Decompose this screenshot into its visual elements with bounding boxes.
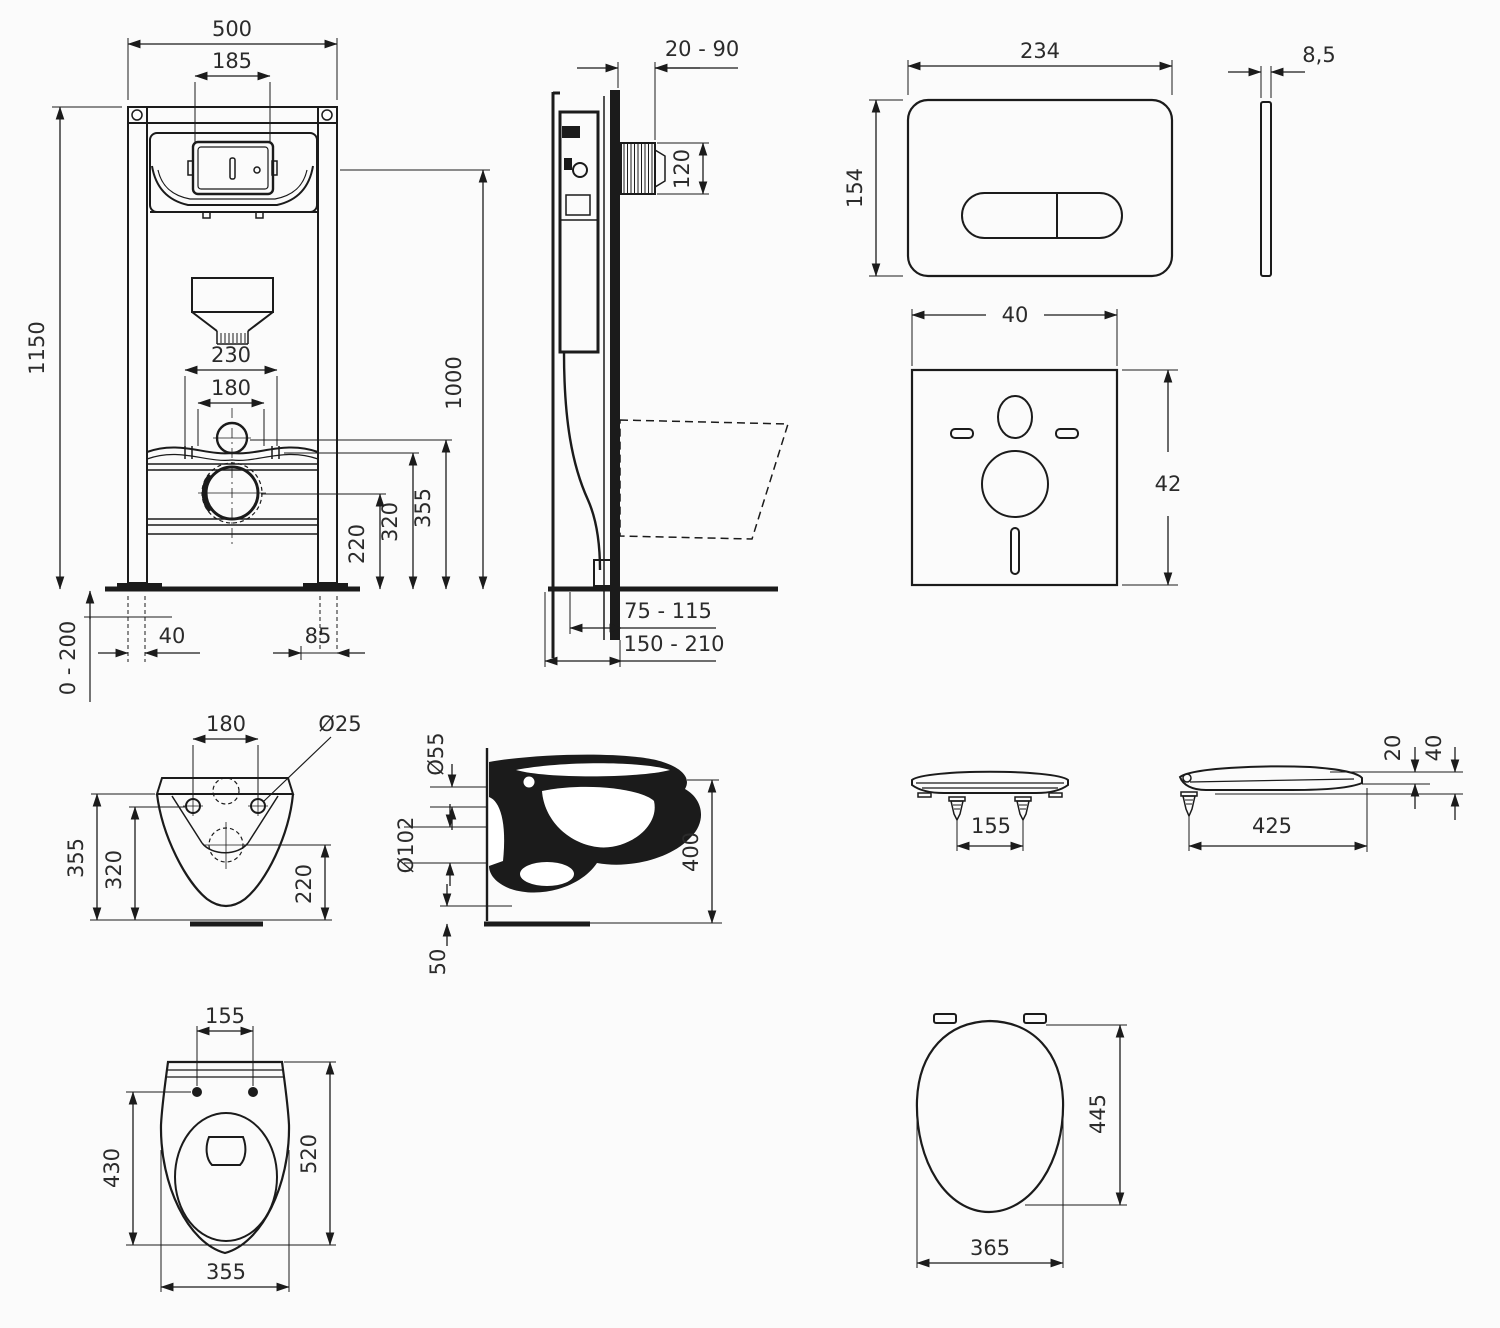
seat-front-outline — [911, 770, 1069, 798]
dim-seat-top-length: 445 — [1086, 1094, 1110, 1134]
dim-seat-height-with-hinge: 40 — [1422, 735, 1446, 762]
dim-seat-top-width: 365 — [970, 1236, 1010, 1260]
dim-bowl-fixing-span: 180 — [206, 712, 246, 736]
pad-bottom-slot — [1010, 527, 1020, 575]
flush-plate-profile — [1260, 101, 1272, 277]
dim-plate-height: 154 — [843, 168, 867, 208]
right-hinge-tab — [1023, 1013, 1047, 1024]
bowl-rear-dimensions: 180 Ø25 355 320 220 — [64, 712, 362, 921]
flush-plate-side-view: 8,5 — [1228, 43, 1336, 277]
pad-outlet-hole — [981, 450, 1049, 518]
dim-frame-height: 1150 — [25, 321, 49, 374]
left-fixing-hole — [192, 1087, 202, 1097]
frame-side-dimensions: 20 - 90 120 75 - 115 150 - 210 — [544, 37, 739, 667]
seat-front-view: 155 — [911, 770, 1069, 851]
pad-dimensions: 40 42 — [911, 303, 1182, 586]
dim-wall-distance-range: 20 - 90 — [665, 37, 739, 61]
dim-pad-width: 40 — [1002, 303, 1029, 327]
dim-pad-height: 42 — [1155, 472, 1182, 496]
dim-plate-opening: 185 — [212, 49, 252, 73]
dim-bowl-inner-length: 430 — [100, 1148, 124, 1188]
seat-top-view: 445 365 — [915, 1013, 1127, 1268]
frame-side-structure — [548, 90, 778, 658]
dim-bowl-length: 520 — [297, 1134, 321, 1174]
dim-outlet-dia: Ø102 — [394, 817, 418, 874]
threaded-rod — [620, 142, 666, 195]
bowl-top-outline — [159, 1060, 291, 1255]
seat-hinge-bolts — [948, 796, 1032, 851]
pad-top-hole — [997, 395, 1033, 439]
dim-fixing-hole-dia: Ø25 — [318, 712, 361, 736]
fill-valve — [572, 162, 588, 178]
dim-320: 320 — [378, 502, 402, 542]
dim-flush-inlet-dia: Ø55 — [424, 732, 448, 775]
bowl-side-silhouette — [489, 754, 702, 893]
dim-foot-adjust-range: 0 - 200 — [56, 621, 80, 695]
dim-plate-thickness: 8,5 — [1302, 43, 1335, 67]
seat-top-outline — [915, 1013, 1065, 1214]
dim-hinge-span: 155 — [971, 814, 1011, 838]
flush-plate-front-view: 234 154 — [843, 39, 1174, 278]
dim-supply-span: 230 — [211, 343, 251, 367]
seat-side-dimensions: 425 20 40 — [1188, 735, 1463, 852]
bowl-rear-outline — [155, 777, 295, 927]
flush-button — [961, 192, 1123, 239]
cistern — [149, 132, 318, 345]
dim-bottom-clearance: 50 — [426, 949, 450, 976]
bowl-top-dimensions: 155 430 520 355 — [100, 1004, 336, 1292]
dim-frame-width: 500 — [212, 17, 252, 41]
right-fixing-hole — [248, 1087, 258, 1097]
dim-outlet-floor-range: 75 - 115 — [624, 599, 712, 623]
flush-opening — [205, 1136, 247, 1166]
bowl-side-dimensions: Ø55 Ø102 400 50 — [394, 732, 719, 975]
dim-foot-offset: 40 — [159, 624, 186, 648]
seat-side-hinge-bolt — [1180, 791, 1198, 851]
dim-rod-height: 120 — [670, 149, 694, 189]
dim-seat-thickness: 20 — [1381, 735, 1405, 762]
frame-side-view: 20 - 90 120 75 - 115 150 - 210 — [544, 37, 790, 667]
frame-front-dimensions: 500 185 1150 1000 230 180 355 32 — [25, 17, 490, 702]
sound-insulation-pad-view: 40 42 — [910, 303, 1182, 587]
dim-bowl-355: 355 — [64, 838, 88, 878]
dim-220: 220 — [345, 524, 369, 564]
bowl-top-view: 155 430 520 355 — [100, 1004, 336, 1292]
dim-front-floor-range: 150 - 210 — [623, 632, 724, 656]
seat-side-view: 425 20 40 — [1178, 735, 1463, 852]
pad-right-slot — [1055, 428, 1079, 439]
dim-355: 355 — [411, 488, 435, 528]
pad-body — [910, 368, 1119, 587]
flush-plate-dimensions: 234 154 — [843, 39, 1173, 277]
dim-bowl-320: 320 — [102, 850, 126, 890]
dim-fixing-span: 180 — [211, 376, 251, 400]
left-hinge-tab — [933, 1013, 957, 1024]
dim-seat-length: 425 — [1252, 814, 1292, 838]
seat-side-outline — [1178, 765, 1363, 791]
flush-bend — [562, 351, 602, 571]
bowl-side-view: Ø55 Ø102 400 50 — [394, 732, 722, 975]
frame-structure — [117, 106, 348, 589]
dim-plate-width: 234 — [1020, 39, 1060, 63]
seat-top-dimensions: 445 365 — [916, 1024, 1127, 1268]
bowl-rear-view: 180 Ø25 355 320 220 — [64, 712, 362, 927]
dim-bowl-top-fixing-span: 155 — [205, 1004, 245, 1028]
pad-left-slot — [950, 428, 974, 439]
dim-bowl-width: 355 — [206, 1260, 246, 1284]
frame-front-view: 500 185 1150 1000 230 180 355 32 — [25, 17, 490, 702]
flush-plate-body — [906, 98, 1174, 278]
bowl-dashed-outline — [619, 419, 790, 540]
bowl-rim — [174, 1112, 278, 1242]
supply-and-outlet — [146, 408, 319, 545]
dim-bowl-220: 220 — [292, 864, 316, 904]
dim-bowl-depth: 400 — [679, 832, 703, 872]
dim-outlet-offset: 85 — [305, 624, 332, 648]
flush-plate-side-dimensions: 8,5 — [1228, 43, 1336, 98]
dim-flush-level-height: 1000 — [442, 356, 466, 409]
